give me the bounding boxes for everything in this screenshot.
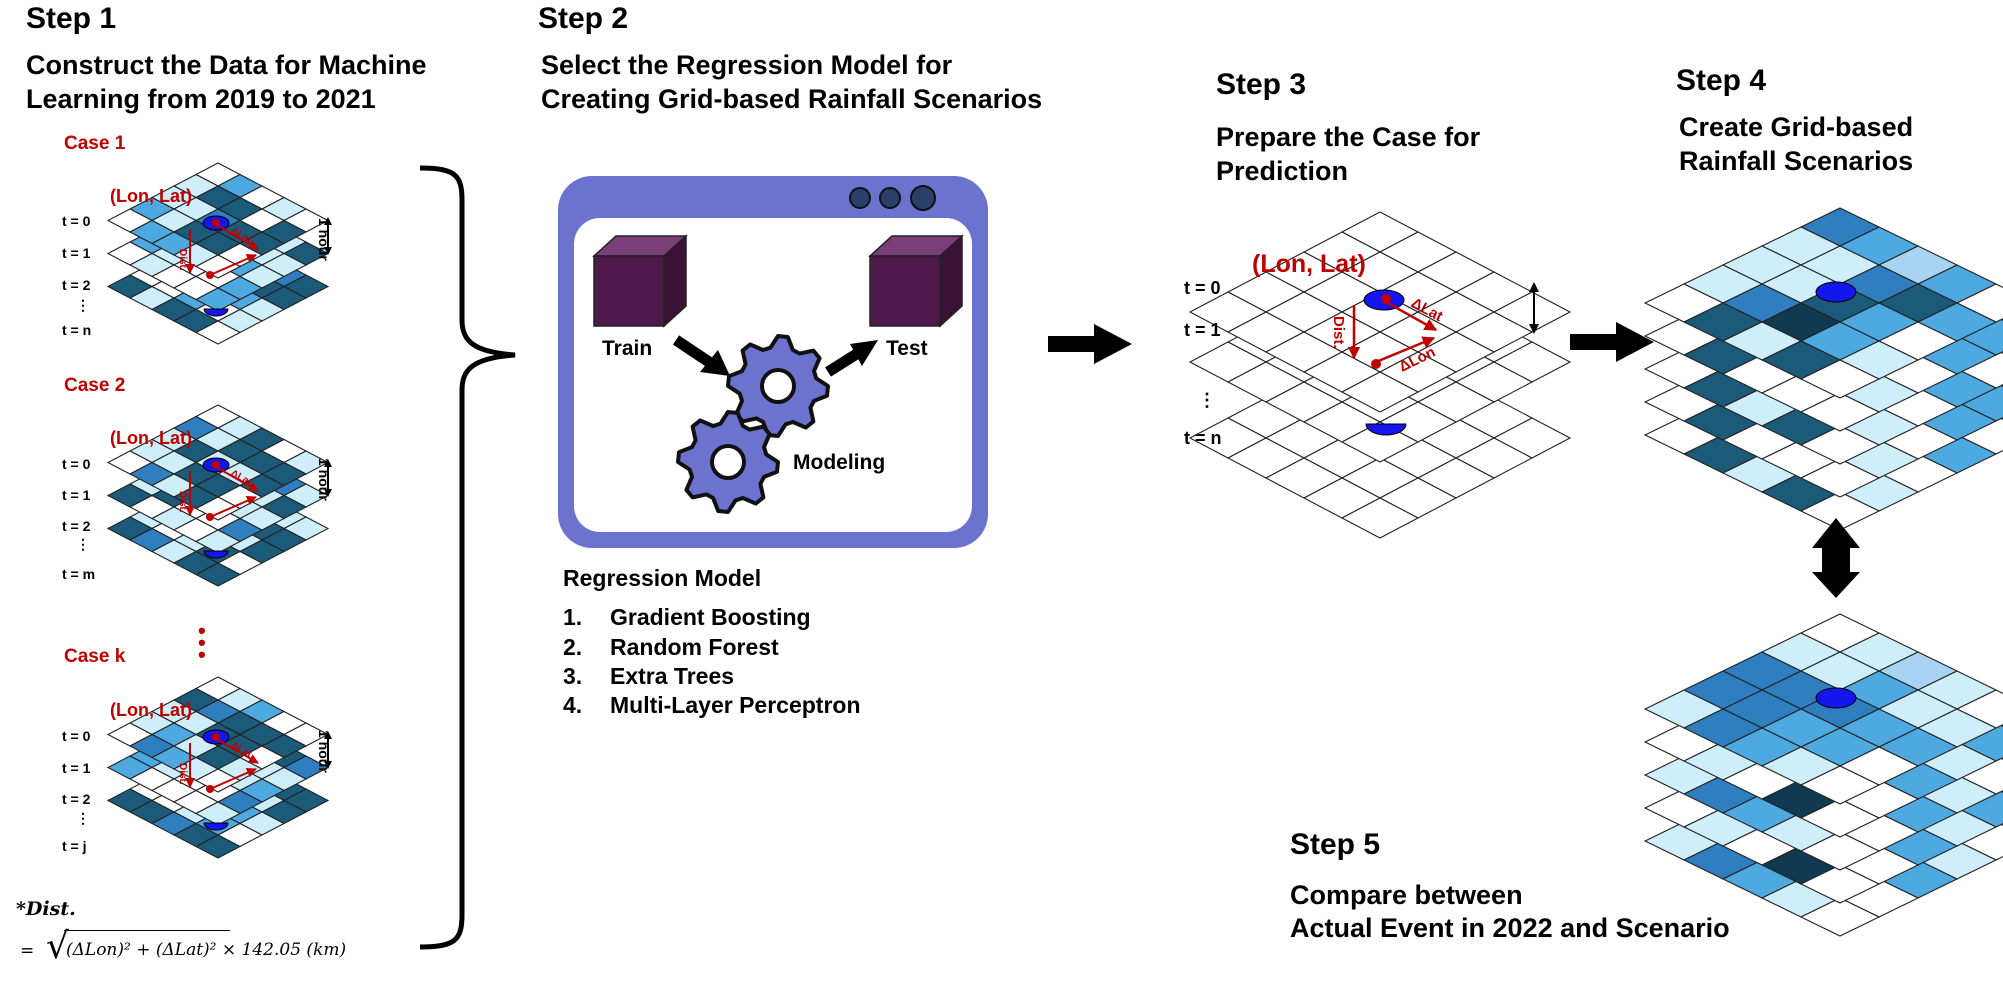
step1-heading-line1: Construct the Data for Machine (26, 50, 427, 80)
step4-heading-line2: Rainfall Scenarios (1679, 146, 1914, 176)
step1-label: Step 1 (26, 2, 117, 35)
case-k-time: t = j (62, 838, 87, 854)
gear-icon (676, 410, 780, 514)
formula-equals: = (20, 941, 35, 961)
case-2-time: t = 2 (62, 518, 91, 534)
step5-heading-line1: Compare between (1290, 880, 1523, 910)
rain-center-marker-icon (1815, 281, 1857, 303)
step3-heading-line2: Prediction (1216, 156, 1349, 186)
model-number: 1. (563, 604, 583, 630)
test-label: Test (886, 337, 928, 360)
svg-text:Dist.: Dist. (1330, 316, 1347, 349)
model-number: 4. (563, 692, 583, 718)
step2-heading-line1: Select the Regression Model for (541, 50, 953, 80)
case-1-time: t = n (62, 322, 92, 338)
svg-text:Dist.: Dist. (177, 249, 188, 271)
model-name: Extra Trees (610, 663, 735, 689)
case-k-time: t = 0 (62, 728, 91, 744)
step3-heading-line1: Prepare the Case for (1216, 122, 1481, 152)
model-number: 2. (563, 634, 583, 660)
footnote-label: *Dist. (16, 898, 76, 920)
prediction-grid-layer (1188, 211, 1572, 413)
step3-time: t = 1 (1184, 320, 1221, 340)
step3-time: ⋮ (1198, 390, 1216, 410)
window-dot-icon (879, 187, 901, 209)
compare-double-arrow-icon (1812, 518, 1860, 598)
model-name: Multi-Layer Perceptron (610, 692, 861, 718)
step3-label: Step 3 (1216, 68, 1307, 101)
case-1-coord: (Lon, Lat) (110, 186, 192, 206)
case-k-time: t = 2 (62, 791, 91, 807)
scenario-grid-layer (1643, 207, 2003, 399)
model-name: Random Forest (610, 634, 779, 660)
step2-label: Step 2 (538, 2, 629, 35)
sqrt-bar (64, 930, 230, 931)
case-k-hour: 1 hour (316, 730, 332, 773)
case-2-label: Case 2 (64, 375, 126, 396)
step3-time: t = n (1184, 428, 1222, 448)
rainfall-grid-layer (106, 162, 330, 279)
step3-time: t = 0 (1184, 278, 1221, 298)
formula-body: (ΔLon)² + (ΔLat)² × 142.05 (km) (66, 940, 347, 960)
train-cube-icon (592, 234, 688, 328)
step5-label: Step 5 (1290, 828, 1381, 861)
model-name: Gradient Boosting (610, 604, 811, 630)
case-1-time: t = 2 (62, 277, 91, 293)
case-2-time: ⋮ (76, 536, 90, 552)
case-k-label: Case k (64, 646, 126, 667)
actual-event-grid-layer (1643, 613, 2003, 805)
window-dot-icon (849, 187, 871, 209)
rain-center-marker-icon (1815, 687, 1857, 709)
flow-arrow-icon (1048, 324, 1132, 364)
case-1-time: t = 0 (62, 213, 91, 229)
train-label: Train (602, 337, 653, 360)
rain-center-marker-icon (1365, 423, 1407, 436)
case-2-time: t = 1 (62, 487, 91, 503)
case-2-time: t = 0 (62, 456, 91, 472)
case-2-coord: (Lon, Lat) (110, 428, 192, 448)
model-number: 3. (563, 663, 583, 689)
step2-heading-line2: Creating Grid-based Rainfall Scenarios (541, 84, 1043, 114)
svg-text:Dist.: Dist. (177, 763, 188, 785)
sqrt-icon: √ (46, 926, 69, 967)
step4-heading-line1: Create Grid-based (1679, 112, 1914, 142)
rain-center-marker-icon (203, 308, 229, 317)
case-1-time: t = 1 (62, 245, 91, 261)
step1-heading-line2: Learning from 2019 to 2021 (26, 84, 376, 114)
case-k-time: ⋮ (76, 810, 90, 826)
modeling-window (558, 176, 988, 548)
case-1-hour: 1 hour (316, 218, 332, 261)
case-1-label: Case 1 (64, 133, 126, 154)
curly-brace (419, 165, 516, 950)
gear-icon (726, 334, 830, 438)
window-dot-icon (910, 185, 936, 211)
case-k-time: t = 1 (62, 760, 91, 776)
case-ellipsis: ••• (198, 618, 206, 667)
svg-text:Dist.: Dist. (177, 491, 188, 513)
step5-heading-line2: Actual Event in 2022 and Scenario (1290, 913, 1730, 943)
modeling-label: Modeling (793, 451, 886, 474)
flow-arrow-icon (1570, 322, 1654, 362)
case-1-time: ⋮ (76, 297, 90, 313)
case-k-coord: (Lon, Lat) (110, 700, 192, 720)
step3-coord: (Lon, Lat) (1252, 250, 1366, 278)
test-cube-icon (868, 234, 964, 328)
case-2-time: t = m (62, 566, 96, 582)
rain-center-marker-icon (203, 822, 229, 831)
regression-title: Regression Model (563, 565, 762, 591)
rain-center-marker-icon (203, 550, 229, 559)
case-2-hour: 1 hour (316, 458, 332, 501)
step4-label: Step 4 (1676, 64, 1767, 97)
